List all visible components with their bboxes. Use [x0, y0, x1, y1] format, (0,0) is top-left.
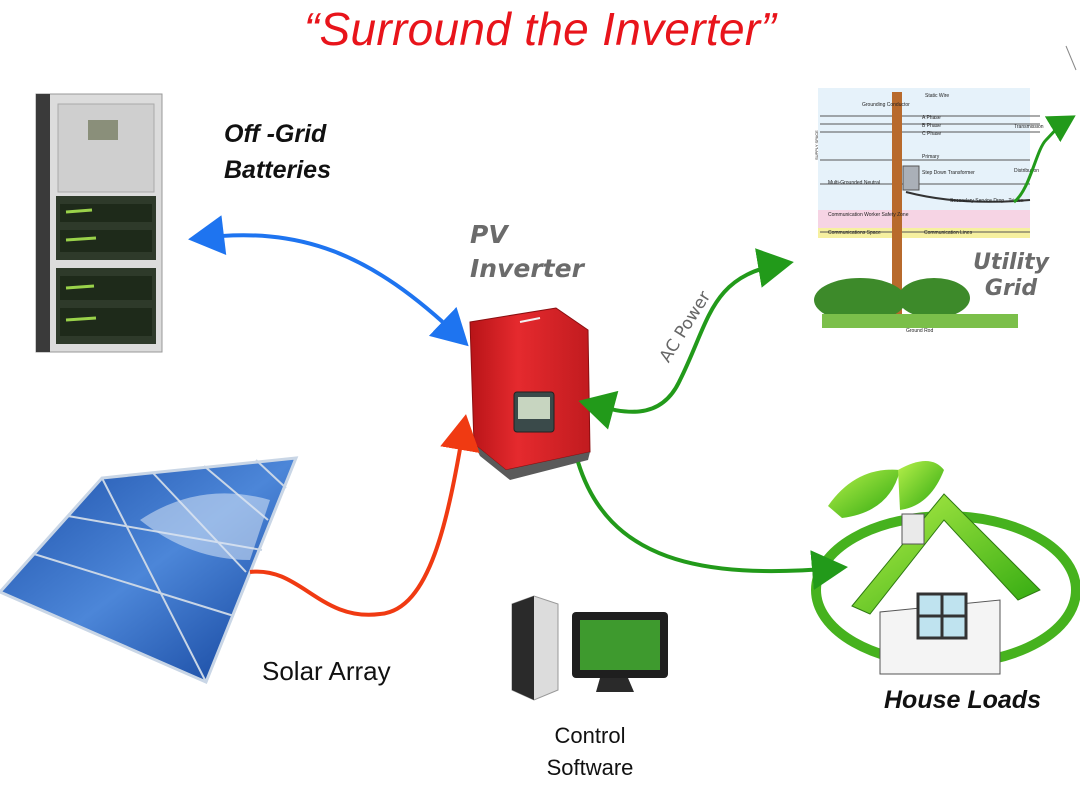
pole-label-step-down: Step Down Transformer — [922, 170, 975, 176]
inverter-label: PV Inverter — [470, 218, 584, 286]
pole-label-distribution: Distribution — [1014, 168, 1039, 174]
inverter-label-line2: Inverter — [470, 254, 584, 283]
pole-label-static-wire: Static Wire — [925, 93, 949, 99]
inverter-grid-link — [578, 248, 794, 430]
solar-label: Solar Array — [262, 656, 391, 686]
house-label: House Loads — [884, 686, 1041, 714]
pv-inverter — [469, 307, 591, 480]
pole-label-c-phase: C Phase — [922, 131, 941, 137]
control-label: Control Software — [530, 720, 650, 784]
pole-label-transmission: Transmission — [1014, 124, 1044, 130]
pole-label-primary: Primary — [922, 154, 940, 160]
pole-label-comm-space: Communications Space — [828, 230, 881, 236]
solar-panel — [0, 456, 299, 684]
inverter-label-line1: PV — [470, 220, 508, 249]
inverter-house-link — [576, 461, 848, 591]
grid-upstream-link — [1012, 115, 1076, 204]
pole-label-supply-space: SUPPLY SPACE — [814, 130, 819, 160]
pole-label-ground-rod: Ground Rod — [906, 328, 933, 334]
utility-label-line2: Grid — [984, 276, 1038, 301]
utility-label: Utility Grid — [968, 250, 1054, 302]
pole-label-comm-lines: Communication Lines — [924, 230, 973, 236]
control-label-line1: Control — [554, 723, 626, 748]
batteries-label-line1: Off -Grid — [224, 120, 327, 148]
control-label-line2: Software — [546, 755, 634, 780]
solar-inverter-link — [249, 414, 480, 617]
batteries-label: Off -Grid Batteries — [224, 116, 331, 188]
page-title: “Surround the Inverter” — [303, 3, 777, 55]
house-icon — [811, 461, 1080, 675]
pole-label-neutral: Multi-Grounded Neutral — [828, 180, 880, 186]
pole-label-a-phase: A Phase — [922, 115, 941, 121]
utility-label-line1: Utility — [973, 250, 1049, 275]
batteries-label-line2: Batteries — [224, 156, 331, 184]
battery-cabinet — [35, 93, 163, 353]
battery-inverter-link — [188, 215, 469, 347]
control-computer — [511, 595, 668, 701]
pole-label-b-phase: B Phase — [922, 123, 941, 129]
pole-label-secondary: Secondary Service Drop - Triplex — [950, 198, 1024, 204]
utility-pole-diagram: Static Wire Grounding Conductor A Phase … — [814, 45, 1077, 334]
pole-label-comm-zone: Communication Worker Safety Zone — [828, 212, 909, 218]
pole-label-grounding: Grounding Conductor — [862, 102, 910, 108]
